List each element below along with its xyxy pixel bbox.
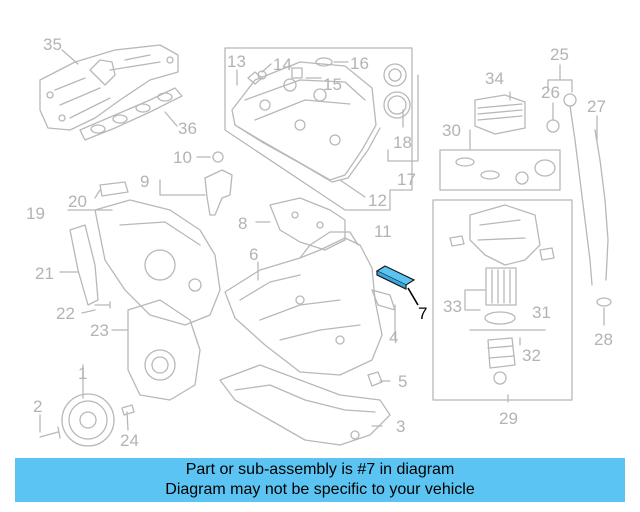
part-label-5: 5 xyxy=(398,372,407,391)
part-label-32: 32 xyxy=(522,346,541,365)
banner-line-part: Part or sub-assembly is #7 in diagram xyxy=(185,461,455,478)
part-label-14: 14 xyxy=(273,55,292,74)
part-label-31: 31 xyxy=(532,303,551,322)
part-label-12: 12 xyxy=(368,191,387,210)
part-label-3: 3 xyxy=(396,417,405,436)
part-label-1: 1 xyxy=(78,364,87,383)
part-label-28: 28 xyxy=(594,330,613,349)
part-label-22: 22 xyxy=(56,304,75,323)
part-label-4: 4 xyxy=(389,328,398,347)
part-label-13: 13 xyxy=(227,52,246,71)
part-label-7: 7 xyxy=(418,304,427,323)
valve-cover-group-box xyxy=(224,47,413,211)
part-label-10: 10 xyxy=(173,148,192,167)
banner-line-disclaimer: Diagram may not be specific to your vehi… xyxy=(165,481,475,498)
part-label-23: 23 xyxy=(90,321,109,340)
leader-lines xyxy=(39,49,605,433)
part-labels: 35 36 13 14 15 16 18 17 12 11 10 9 8 20 … xyxy=(26,35,613,450)
oil-pan-upper-drawing xyxy=(224,231,383,376)
part-label-16: 16 xyxy=(350,54,369,73)
part-label-11: 11 xyxy=(374,222,392,241)
intake-manifold-drawing xyxy=(39,44,179,131)
part-label-26: 26 xyxy=(541,83,560,102)
oil-filter-housing-drawing xyxy=(449,204,555,266)
part-info-banner: Part or sub-assembly is #7 in diagram Di… xyxy=(15,458,625,502)
manifold-gasket-drawing xyxy=(79,87,183,141)
oil-filter-element-drawing xyxy=(485,267,517,306)
part-label-21: 21 xyxy=(35,264,54,283)
part-label-8: 8 xyxy=(238,214,247,233)
part-label-6: 6 xyxy=(249,245,258,264)
lower-oil-pan-drawing xyxy=(219,364,391,446)
part-label-20: 20 xyxy=(68,192,87,211)
part-label-19: 19 xyxy=(26,204,45,223)
timing-cover-drawing xyxy=(94,199,221,326)
part-label-15: 15 xyxy=(323,75,342,94)
lower-timing-cover-drawing xyxy=(127,299,201,401)
parts-diagram: 35 36 13 14 15 16 18 17 12 11 10 9 8 20 … xyxy=(26,35,613,450)
part-label-17: 17 xyxy=(397,170,416,189)
part-label-18: 18 xyxy=(393,133,412,152)
part-label-9: 9 xyxy=(140,172,149,191)
valve-cover-drawing xyxy=(231,61,381,183)
dipstick-drawing xyxy=(546,93,612,307)
part-label-34: 34 xyxy=(485,69,504,88)
part-9-sensor-drawing xyxy=(204,151,233,216)
part-label-27: 27 xyxy=(587,97,606,116)
part-7-highlighted-drawing xyxy=(375,265,419,306)
part-label-30: 30 xyxy=(442,121,461,140)
part-label-33: 33 xyxy=(443,297,462,316)
part-label-35: 35 xyxy=(43,35,62,54)
part-8-bracket-drawing xyxy=(269,197,346,251)
part-label-36: 36 xyxy=(178,119,197,138)
crank-pulley-drawing xyxy=(61,393,115,447)
oil-cooler-drawing xyxy=(474,94,526,135)
part-label-24: 24 xyxy=(120,431,139,450)
part-label-29: 29 xyxy=(499,409,518,428)
filter-cap-drawing xyxy=(487,337,516,385)
part-label-2: 2 xyxy=(33,397,42,416)
part-label-25: 25 xyxy=(550,45,569,64)
